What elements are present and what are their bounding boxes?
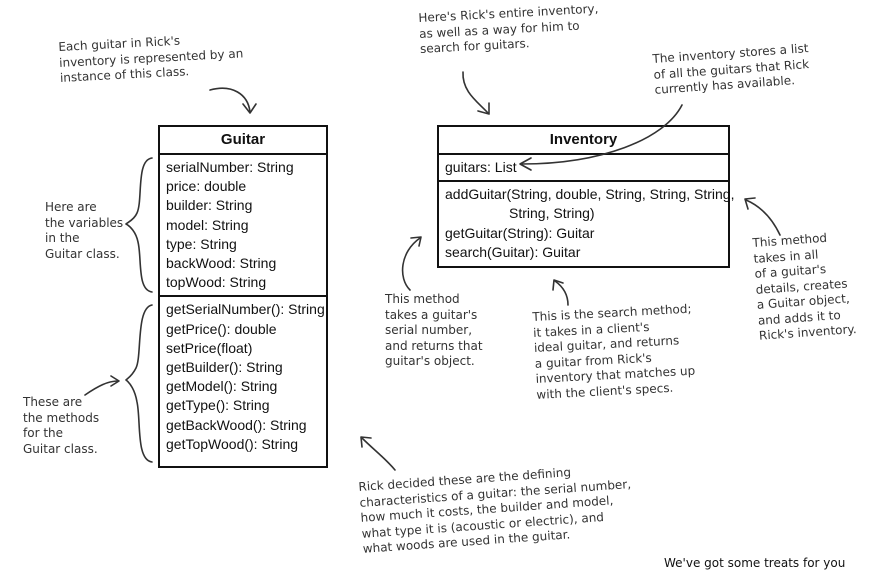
note-line: Here are xyxy=(45,200,97,214)
guitar-attributes: serialNumber: String price: double build… xyxy=(160,155,326,298)
methods-brace xyxy=(125,304,153,463)
note-line: serial number, xyxy=(385,323,473,337)
arrow-to-getguitar xyxy=(401,237,421,291)
guitar-attribute: price: double xyxy=(166,178,247,195)
inventory-attributes: guitars: List xyxy=(439,155,728,183)
note-line: and returns that xyxy=(385,338,483,353)
inventory-class-name: Inventory xyxy=(439,127,728,155)
arrow-to-search xyxy=(554,280,569,306)
note-line: These are xyxy=(23,395,83,409)
inventory-method: addGuitar(String, double, String, String… xyxy=(445,186,735,203)
guitar-method: getPrice(): double xyxy=(166,320,277,337)
guitar-attribute: type: String xyxy=(166,235,237,252)
note-variables: Here are the variables in the Guitar cla… xyxy=(45,200,123,262)
inventory-attribute: guitars: List xyxy=(445,159,517,175)
note-line: This method xyxy=(385,292,460,306)
arrow-to-guitar-attributes xyxy=(361,437,396,471)
note-treats: We've got some treats for you xyxy=(664,556,845,572)
guitar-method: setPrice(float) xyxy=(166,339,253,356)
note-line: takes a guitar's xyxy=(385,307,478,322)
guitar-class-name: Guitar xyxy=(160,127,326,155)
note-line: guitar's object. xyxy=(385,354,475,368)
note-line: in the xyxy=(45,231,80,245)
guitar-method: getBackWood(): String xyxy=(166,416,307,433)
arrow-head xyxy=(477,102,490,115)
arrow-to-guitars-attribute xyxy=(521,104,683,165)
arrow-to-inventory-class xyxy=(462,71,489,114)
guitar-attribute: builder: String xyxy=(166,197,253,214)
arrow-to-guitar-class xyxy=(209,87,251,113)
note-get-guitar: This method takes a guitar's serial numb… xyxy=(385,292,483,370)
note-line: Guitar class. xyxy=(23,441,98,456)
arrow-head xyxy=(744,197,756,210)
arrow-to-addguitar xyxy=(745,199,781,236)
arrow-head xyxy=(410,236,422,247)
guitar-attribute: model: String xyxy=(166,216,249,233)
guitar-class-box: Guitar serialNumber: String price: doubl… xyxy=(158,125,328,468)
arrow-head xyxy=(552,279,564,291)
note-line: We've got some treats for you xyxy=(664,556,846,570)
arrow-head xyxy=(110,375,120,387)
guitar-attribute: serialNumber: String xyxy=(166,159,294,175)
note-line: Guitar class. xyxy=(45,246,120,261)
guitar-attribute: topWood: String xyxy=(166,274,267,291)
note-line: the methods xyxy=(23,410,100,425)
guitar-method: getTopWood(): String xyxy=(166,435,299,452)
guitar-attribute: backWood: String xyxy=(166,255,277,272)
guitar-method: getModel(): String xyxy=(166,378,278,395)
note-line: the variables xyxy=(45,215,124,230)
guitar-method: getBuilder(): String xyxy=(166,359,283,376)
guitar-methods: getSerialNumber(): String getPrice(): do… xyxy=(160,297,326,457)
inventory-method-continuation: String, String) xyxy=(509,205,595,222)
arrow-head xyxy=(360,436,372,448)
arrow-methods-to-brace xyxy=(84,380,119,396)
inventory-methods: addGuitar(String, double, String, String… xyxy=(439,182,735,265)
arrow-head xyxy=(242,103,257,114)
note-line: for the xyxy=(23,426,64,440)
note-methods: These are the methods for the Guitar cla… xyxy=(23,395,99,457)
guitar-method: getSerialNumber(): String xyxy=(166,301,325,318)
variables-brace xyxy=(125,157,153,293)
guitar-method: getType(): String xyxy=(166,397,270,414)
inventory-method: getGuitar(String): Guitar xyxy=(445,224,595,241)
arrow-head xyxy=(519,157,532,171)
inventory-method: search(Guitar): Guitar xyxy=(445,243,581,260)
inventory-class-box: Inventory guitars: List addGuitar(String… xyxy=(437,125,735,268)
